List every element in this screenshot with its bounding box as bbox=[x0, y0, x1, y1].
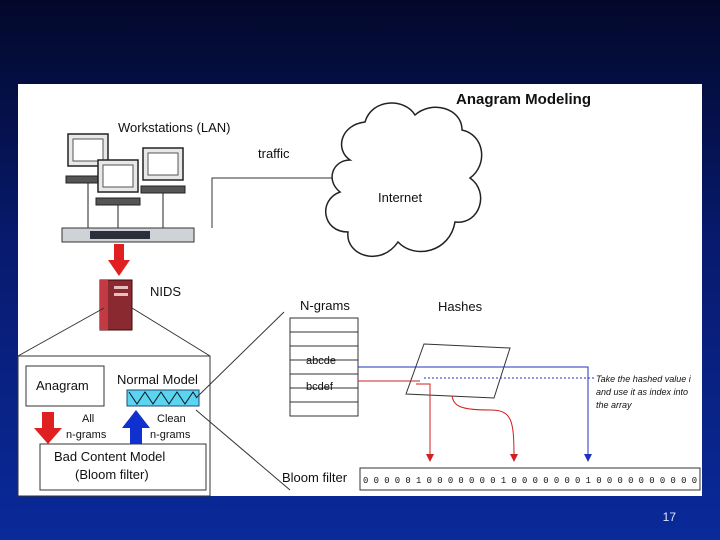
hash-output-red-2 bbox=[451, 395, 518, 462]
nids-projection-right bbox=[131, 307, 211, 357]
network-switch bbox=[61, 227, 195, 243]
normal-model-label: Normal Model bbox=[117, 372, 198, 387]
zoom-line-top bbox=[195, 311, 285, 399]
traffic-label: traffic bbox=[258, 146, 290, 161]
zoom-line-bottom bbox=[195, 409, 291, 491]
workstations-group bbox=[65, 133, 186, 228]
nids-label: NIDS bbox=[150, 284, 181, 299]
workstation-2 bbox=[95, 159, 141, 206]
nids-projection-left bbox=[17, 307, 105, 357]
anagram-box bbox=[25, 365, 105, 407]
traffic-link bbox=[211, 177, 345, 228]
slide-number: 17 bbox=[662, 510, 676, 524]
clean-ngrams-arrow bbox=[122, 410, 150, 444]
bad-content-label-1: Bad Content Model bbox=[54, 449, 165, 464]
bad-content-box bbox=[39, 443, 207, 491]
hash-function bbox=[405, 343, 511, 399]
arrow-switch-to-nids bbox=[108, 244, 130, 276]
hash-output-red-1 bbox=[416, 383, 434, 462]
anagram-label: Anagram bbox=[36, 378, 89, 393]
ngram-row-abcde: abcde bbox=[306, 355, 336, 367]
ngram-table bbox=[289, 317, 359, 417]
hash-note-2: and use it as index into bbox=[596, 387, 688, 397]
slide-title: Anagram Modeling bbox=[456, 91, 591, 108]
bloom-filter-array bbox=[359, 467, 701, 491]
all-ngrams-arrow bbox=[34, 412, 62, 444]
clean-ngrams-label-2: n-grams bbox=[150, 429, 191, 441]
all-ngrams-label-2: n-grams bbox=[66, 429, 107, 441]
hash-output-blue bbox=[424, 366, 592, 462]
ngram-row-bcdef: bcdef bbox=[306, 381, 334, 393]
internet-cloud bbox=[325, 102, 483, 258]
clean-ngrams-label-1: Clean bbox=[157, 413, 186, 425]
internet-label: Internet bbox=[378, 190, 422, 205]
all-ngrams-label-1: All bbox=[82, 413, 94, 425]
bad-content-label-2: (Bloom filter) bbox=[75, 467, 149, 482]
bloom-filter-bits: 0 0 0 0 0 1 0 0 0 0 0 0 0 1 0 0 0 0 0 0 … bbox=[363, 475, 697, 486]
hash-note-1: Take the hashed value i bbox=[596, 374, 692, 384]
hashes-label: Hashes bbox=[438, 299, 483, 314]
bloom-filter-label: Bloom filter bbox=[282, 470, 348, 485]
workstation-3 bbox=[140, 147, 186, 194]
workstations-label: Workstations (LAN) bbox=[118, 120, 230, 135]
normal-model-icon bbox=[126, 389, 200, 407]
ngrams-label: N-grams bbox=[300, 298, 350, 313]
nids-server bbox=[99, 279, 133, 331]
hash-note-3: the array bbox=[596, 400, 632, 410]
